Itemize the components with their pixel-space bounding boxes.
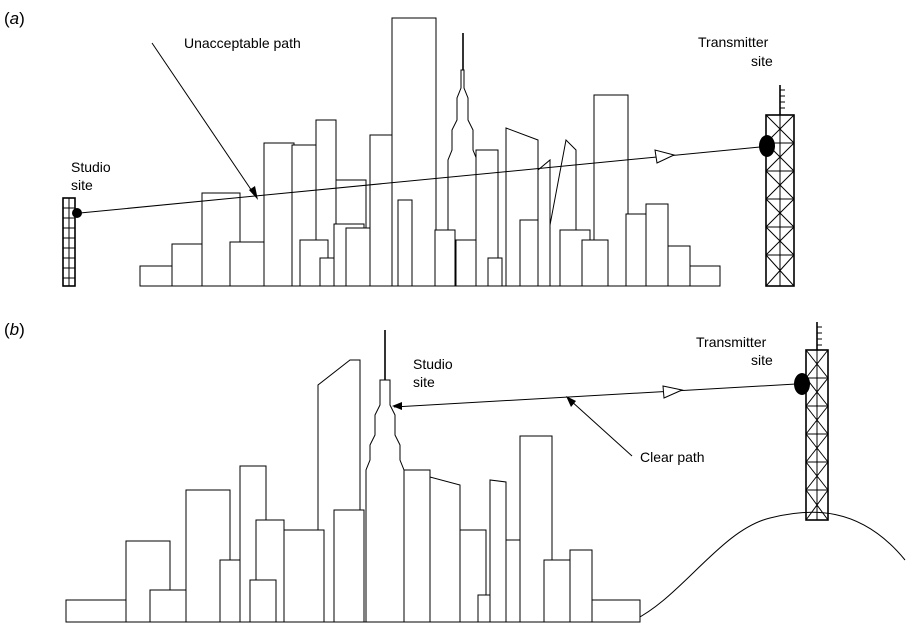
arrowhead-b — [662, 385, 684, 399]
panel-a-label: (a) — [4, 9, 25, 28]
studio-site-label-b-line1: Studio — [413, 356, 453, 372]
studio-mast-a — [62, 197, 82, 287]
transmitter-tower-a — [759, 85, 795, 287]
panel-a: (a) — [4, 9, 795, 287]
transmitter-site-label-a-line1: Transmitter — [698, 34, 769, 50]
studio-dish-a — [72, 208, 82, 218]
studio-dish-b — [392, 402, 402, 410]
studio-site-label-b-line2: site — [413, 374, 435, 390]
city-skyline-a — [139, 17, 721, 287]
hill — [629, 511, 906, 623]
transmitter-site-label-a-line2: site — [751, 53, 773, 69]
transmitter-site-label-b-line2: site — [751, 352, 773, 368]
transmitter-site-label-b-line1: Transmitter — [696, 334, 767, 350]
arrowhead-a — [654, 149, 676, 164]
studio-site-label-a-line1: Studio — [71, 159, 111, 175]
city-skyline-b — [65, 330, 641, 623]
panel-b-label: (b) — [4, 320, 25, 339]
transmitter-dish-a — [759, 135, 775, 157]
clear-path-label: Clear path — [640, 449, 705, 465]
signal-path-b — [393, 383, 797, 457]
signal-path-a — [79, 42, 761, 214]
callout-leader-a — [151, 42, 255, 195]
callout-leader-b — [569, 399, 633, 457]
transmitter-tower-b — [794, 322, 829, 521]
panel-b: (b) — [4, 320, 906, 623]
studio-site-label-a-line2: site — [71, 177, 93, 193]
transmitter-dish-b — [794, 373, 810, 395]
unacceptable-path-label: Unacceptable path — [184, 35, 301, 51]
